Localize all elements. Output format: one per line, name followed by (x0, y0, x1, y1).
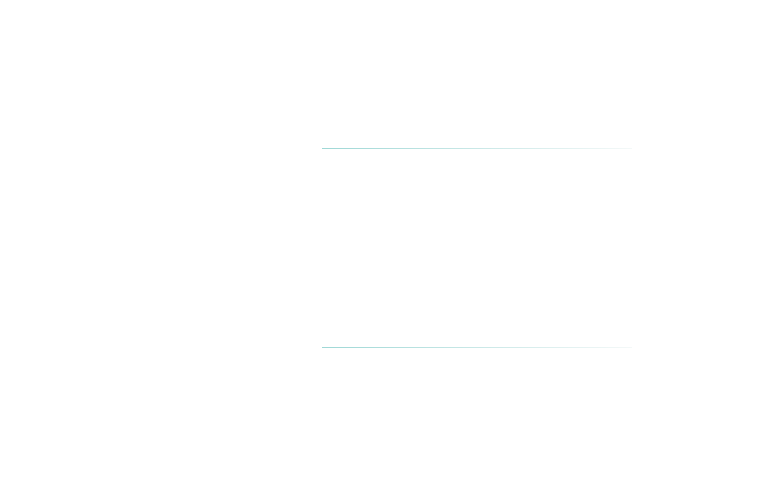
top-divider (322, 148, 632, 149)
bottom-divider (322, 347, 632, 348)
content-panel (322, 148, 632, 348)
